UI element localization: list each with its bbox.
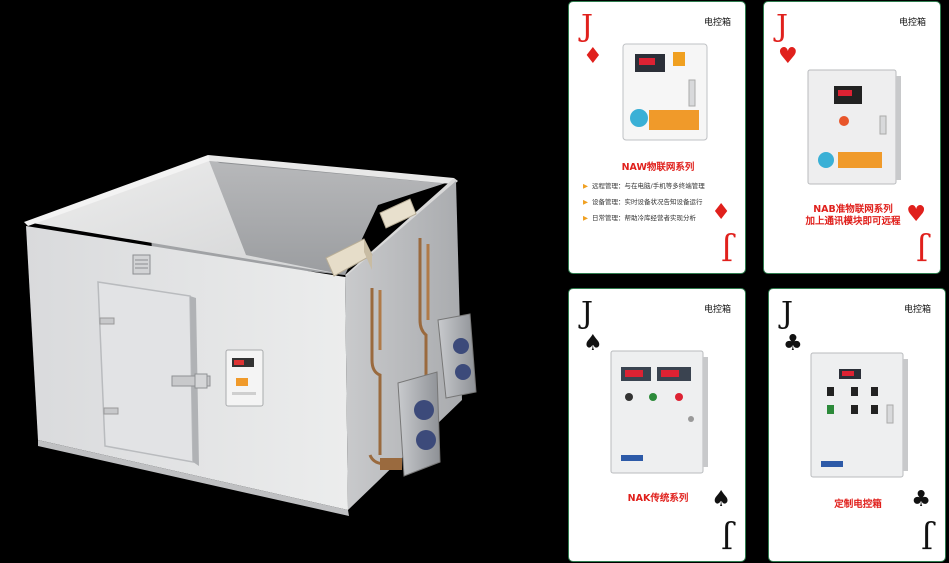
card-rank-bottom: J [720,519,733,554]
arrow-icon: ▶ [583,214,588,222]
card-tag: 电控箱 [903,305,931,315]
feature-item: ▶日常管理：帮助冷库经营者实现分析 [583,214,696,222]
arrow-icon: ▶ [583,198,588,206]
card-rank: J [581,9,594,44]
card-rank-bottom: J [920,519,933,554]
card-custom-series: J ♣ 电控箱 定制电控箱 ♣ J [768,288,946,562]
club-icon: ♣ [911,487,931,512]
card-title: NAK传统系列 [627,493,689,504]
heart-icon: ♥ [906,202,926,227]
card-tag: 电控箱 [898,18,926,28]
control-box-image [810,352,908,478]
arrow-icon: ▶ [583,182,588,190]
cold-storage-room-illustration [24,155,477,516]
diamond-icon: ♦ [583,44,603,69]
control-box-image [610,350,708,474]
card-tag: 电控箱 [703,305,731,315]
club-icon: ♣ [783,331,803,356]
card-rank-bottom: J [915,231,928,266]
card-rank: J [776,9,789,44]
card-title-line1: NAB准物联网系列 [813,204,893,215]
card-title: NAW物联网系列 [621,162,695,173]
control-box-image [622,43,708,141]
control-box-image [807,69,901,185]
spade-icon: ♠ [583,331,603,356]
card-rank: J [781,296,794,331]
card-rank-bottom: J [720,231,733,266]
spade-icon: ♠ [711,487,731,512]
feature-item: ▶设备管理：实时设备状况告知设备运行 [583,198,703,206]
card-rank: J [581,296,594,331]
card-nak-series: J ♠ 电控箱 NAK传统系列 ♠ J [568,288,746,562]
diamond-icon: ♦ [711,200,731,225]
card-title: 定制电控箱 [834,499,882,510]
feature-item: ▶远程管理：与在电脑/手机等多终端管理 [583,182,705,190]
heart-icon: ♥ [778,44,798,69]
card-tag: 电控箱 [703,18,731,28]
card-nab-series: J ♥ 电控箱 NAB准物联网系列 加上通讯模块即可远程 ♥ J [763,1,941,274]
card-naw-series: J ♦ 电控箱 NAW物联网系列 ▶远程管理：与在电脑/手机等多终端管理 ▶设备… [568,1,746,274]
card-title-line2: 加上通讯模块即可远程 [805,216,901,227]
feature-list: ▶远程管理：与在电脑/手机等多终端管理 ▶设备管理：实时设备状况告知设备运行 ▶… [583,180,733,228]
